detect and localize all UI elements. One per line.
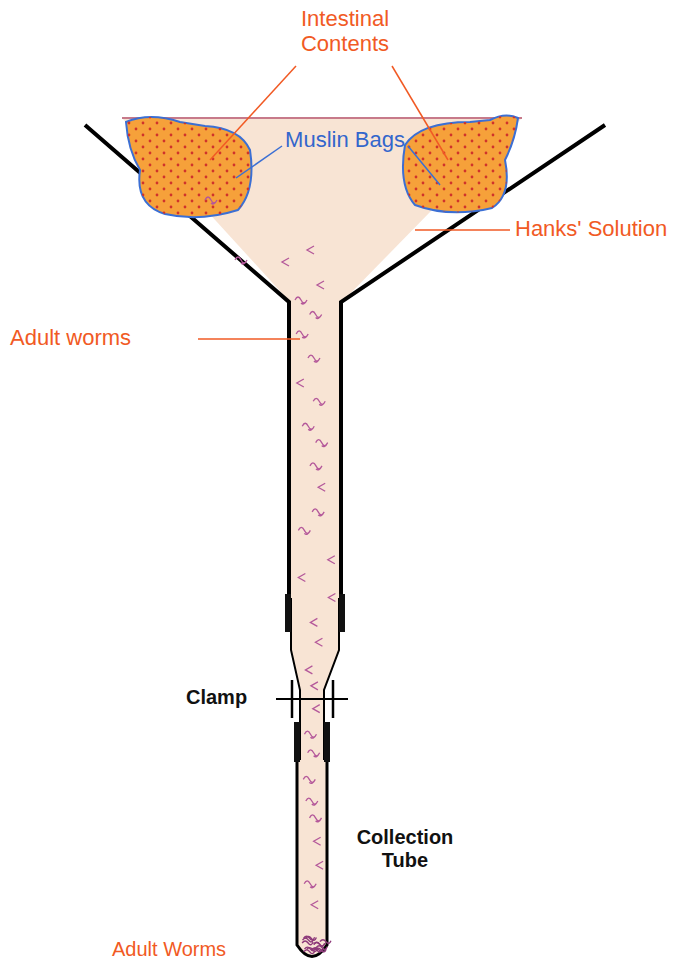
part-label: Clamp [186,686,247,709]
worm [307,246,314,254]
part-label: Adult Worms [112,938,226,961]
label-box: Intestinal Contents [270,6,420,57]
leader-line [210,66,296,160]
worm [205,197,217,204]
leader-line [236,146,282,178]
worm [282,258,289,266]
label-box: Adult Worms [112,938,229,961]
part-label: Hanks' Solution [515,216,667,241]
leader-line [415,229,510,231]
tubing-joint [339,594,345,632]
worm [305,666,312,674]
worm [296,331,308,338]
worm [303,776,315,783]
worm [308,355,320,362]
label-box: Hanks' Solution [515,216,670,241]
worm [320,940,331,944]
part-label: Adult worms [10,325,131,350]
worm [313,398,325,405]
worm [308,750,320,757]
leader-line [408,146,440,185]
intestinal-contents [126,117,252,217]
clamp-jaw [332,680,335,718]
label-box: Adult worms [10,325,134,350]
tubing-joint [285,594,291,632]
worm-group [205,197,335,954]
worm [328,594,335,602]
muslin-bag [403,115,518,212]
worm [302,423,314,430]
muslin-bag [126,117,252,217]
worm [311,901,318,909]
worm [316,440,328,447]
label-box: Clamp [186,686,250,709]
worm [298,527,310,534]
worm [295,297,307,304]
liquid-surface [122,117,522,119]
worm [310,311,322,318]
worm [328,556,335,564]
worm [317,281,324,289]
label-box: Muslin Bags [245,127,445,152]
clamp-bar [276,698,348,700]
worm [313,705,320,713]
worm [297,379,304,387]
intestinal-contents [403,115,518,212]
worm [235,257,247,264]
worm [312,509,324,516]
tube-joint [324,722,330,762]
clamp-jaw [291,680,294,718]
worm [311,682,318,690]
collection-tube [297,722,327,957]
worm [304,731,316,738]
worm [316,861,323,869]
worm [306,798,318,805]
worm [298,574,305,582]
worm [313,948,324,952]
stem-fill [291,300,339,600]
worm [310,618,317,626]
worm [310,815,322,822]
worm [304,936,315,940]
collection-tube-fill [298,760,326,955]
part-label: Intestinal Contents [270,6,420,57]
worm [314,837,321,845]
part-label: Muslin Bags [285,127,405,152]
worm [318,483,325,491]
leader-line [198,338,300,340]
worm [315,638,322,646]
worm [304,881,316,888]
tube-joint [294,722,300,762]
worm [310,463,322,470]
part-label: Collection Tube [340,826,470,872]
label-box: Collection Tube [340,826,470,872]
